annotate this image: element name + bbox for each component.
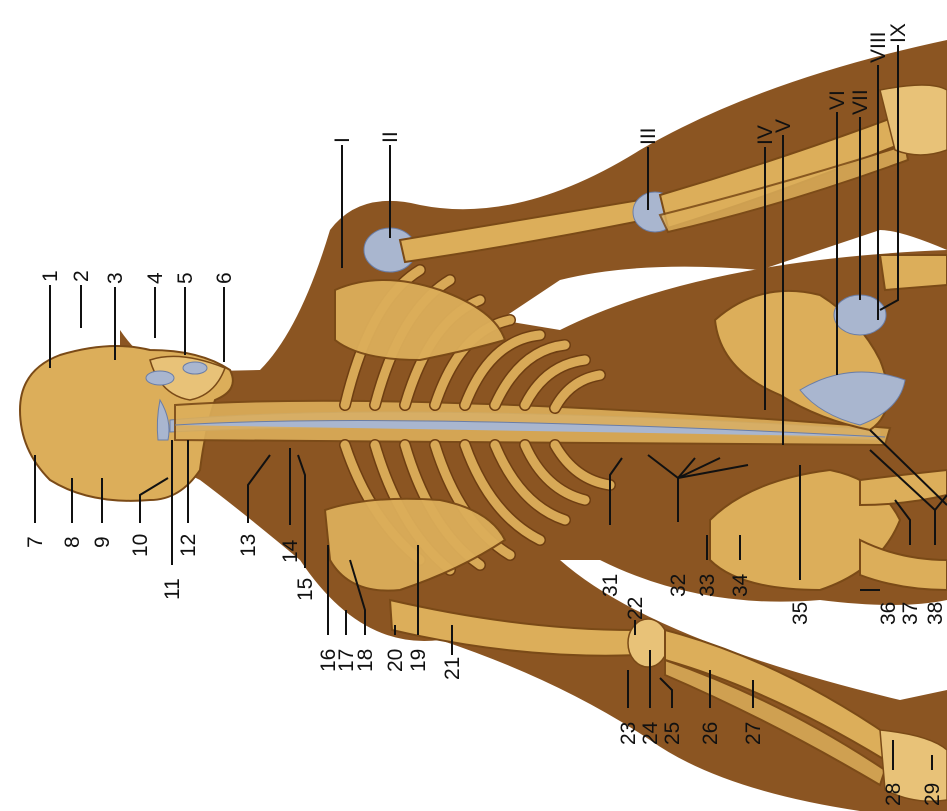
label-20: 20 — [384, 649, 407, 672]
label-14: 14 — [279, 539, 302, 563]
label-8: 8 — [61, 536, 84, 548]
label-10: 10 — [129, 534, 152, 557]
label-25: 25 — [661, 722, 684, 745]
label-9: 9 — [91, 536, 114, 548]
label-19: 19 — [407, 649, 430, 672]
label-13: 13 — [237, 534, 260, 557]
label-24: 24 — [639, 721, 662, 745]
label-III: III — [637, 127, 660, 145]
label-31: 31 — [599, 574, 622, 597]
label-28: 28 — [882, 783, 905, 806]
label-V: V — [772, 119, 795, 133]
label-27: 27 — [742, 722, 765, 745]
label-IX: IX — [887, 23, 910, 43]
label-4: 4 — [144, 272, 167, 284]
label-26: 26 — [699, 722, 722, 745]
label-6: 6 — [213, 272, 236, 284]
label-1: 1 — [39, 270, 62, 282]
label-11: 11 — [161, 578, 184, 600]
label-21: 21 — [441, 657, 464, 680]
label-I: I — [331, 137, 354, 143]
label-36: 36 — [877, 602, 900, 625]
label-3: 3 — [104, 272, 127, 284]
label-II: II — [379, 131, 402, 143]
label-7: 7 — [24, 536, 47, 548]
label-5: 5 — [174, 272, 197, 284]
label-29: 29 — [921, 783, 944, 806]
label-15: 15 — [294, 578, 317, 601]
label-32: 32 — [667, 574, 690, 597]
label-33: 33 — [696, 574, 719, 597]
label-38: 38 — [924, 602, 947, 625]
label-35: 35 — [789, 602, 812, 625]
label-18: 18 — [354, 649, 377, 672]
label-12: 12 — [177, 534, 200, 557]
label-2: 2 — [70, 270, 93, 282]
label-VI: VI — [826, 90, 849, 110]
label-37: 37 — [899, 602, 922, 625]
label-VII: VII — [849, 89, 872, 115]
label-22: 22 — [624, 597, 647, 620]
label-23: 23 — [617, 722, 640, 745]
label-34: 34 — [729, 573, 752, 597]
